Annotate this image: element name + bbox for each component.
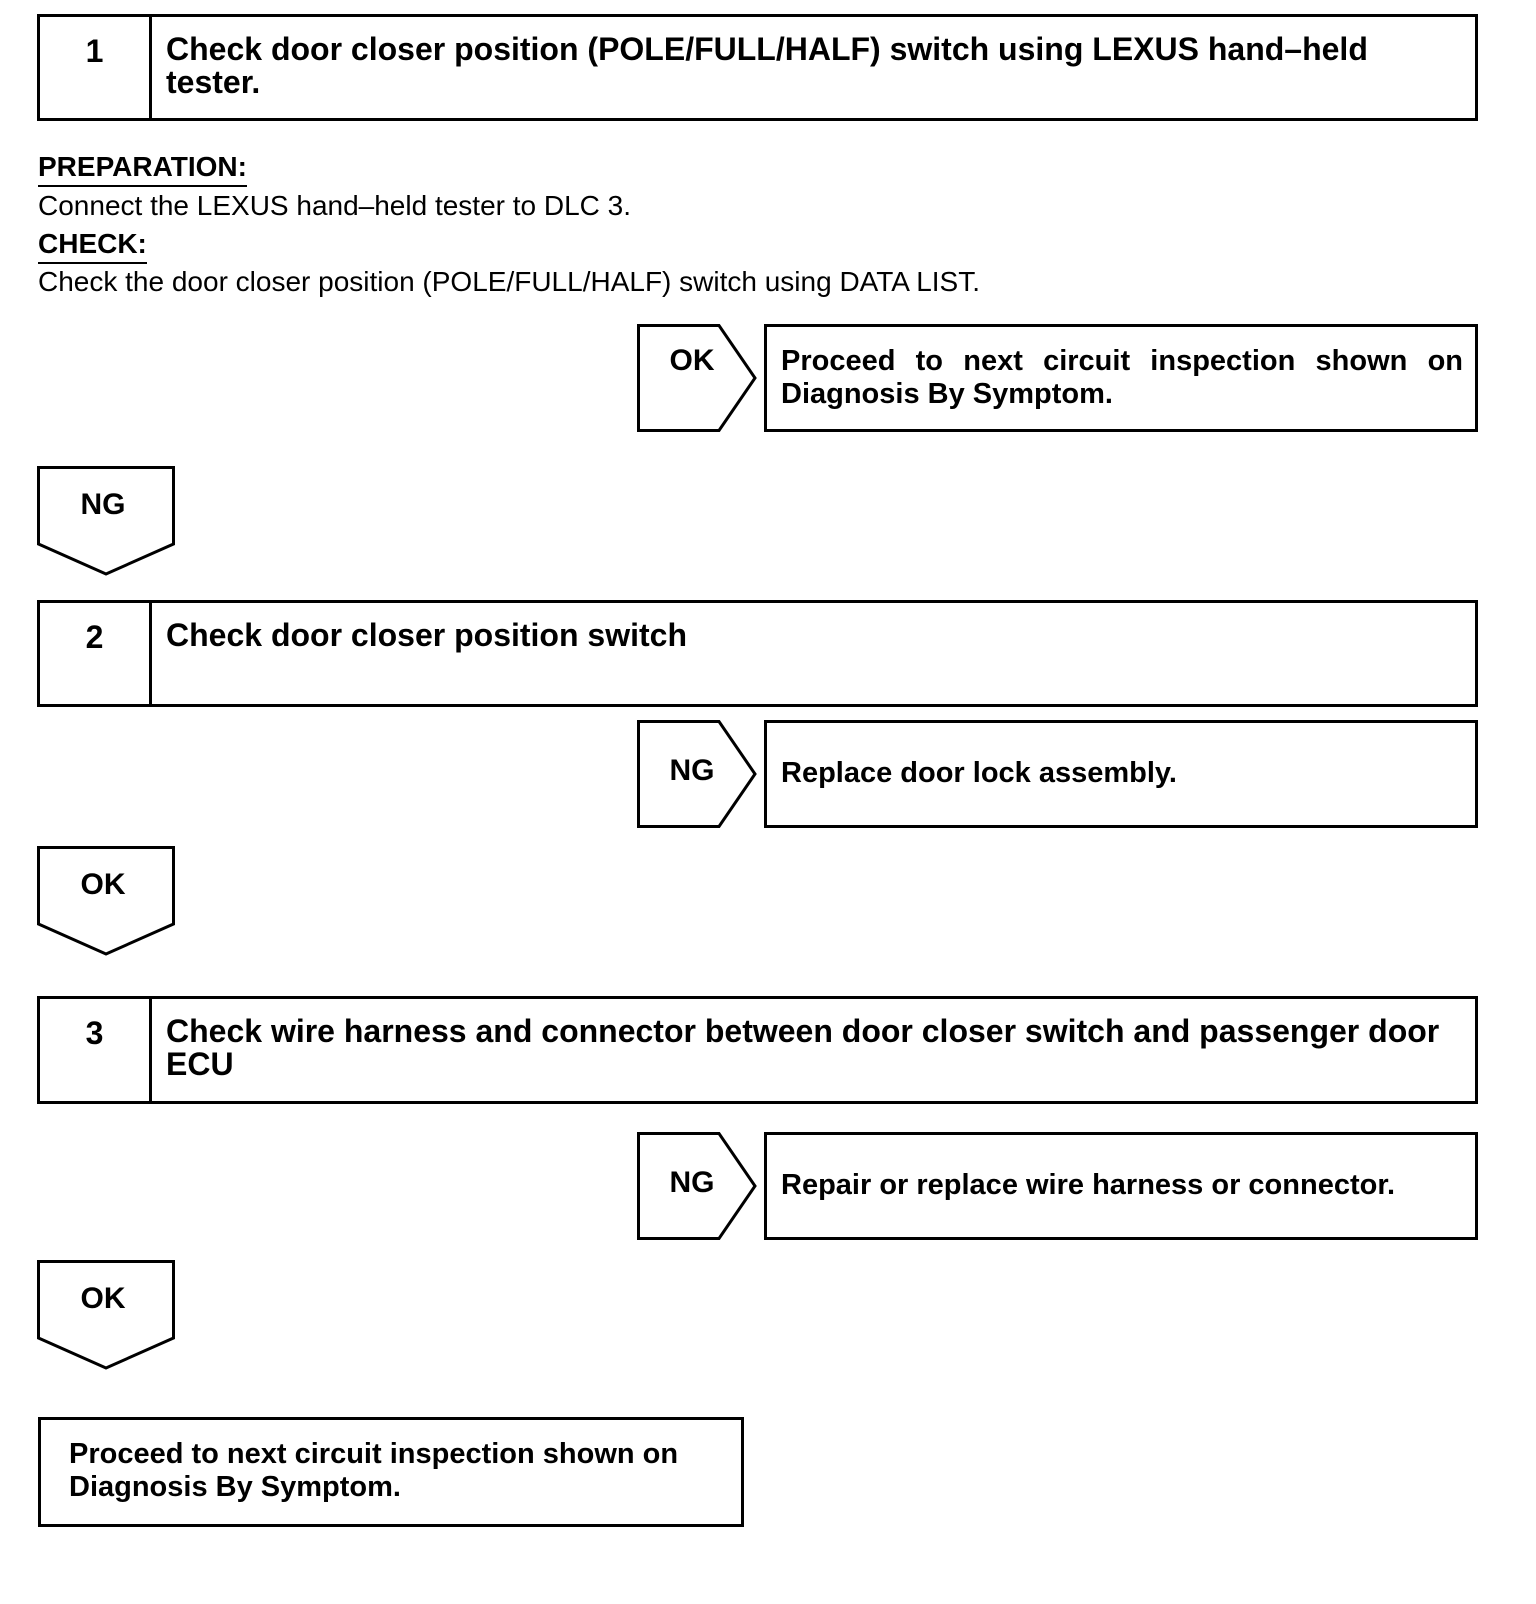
ng-branch-label-2: NG (669, 754, 715, 787)
ok-down-label-1: OK (80, 868, 126, 901)
step-1-number: 1 (40, 17, 152, 118)
preparation-text: Connect the LEXUS hand–held tester to DL… (38, 190, 632, 221)
ng-branch-arrow-2: NG (637, 720, 757, 828)
ok-down-arrow-2: OK (37, 1260, 175, 1370)
ng-branch-label-3: NG (669, 1166, 715, 1199)
down-arrow-shape (37, 846, 175, 956)
ok-down-label-2: OK (80, 1282, 126, 1315)
step-3-number: 3 (40, 999, 152, 1101)
down-arrow-shape (37, 466, 175, 576)
ok-result-box: Proceed to next circuit inspection shown… (764, 324, 1478, 432)
preparation-heading: PREPARATION: (38, 151, 247, 187)
right-arrow-shape (637, 1132, 757, 1240)
ok-branch-arrow: OK (637, 324, 757, 432)
step-1-box: 1 Check door closer position (POLE/FULL/… (37, 14, 1478, 121)
check-text: Check the door closer position (POLE/FUL… (38, 266, 981, 297)
ng-result-box-2: Replace door lock assembly. (764, 720, 1478, 828)
step-3-title: Check wire harness and connector between… (166, 1013, 1440, 1082)
step-2-number: 2 (40, 603, 152, 704)
ng-branch-arrow-3: NG (637, 1132, 757, 1240)
ng-down-label: NG (80, 488, 126, 521)
step-1-title: Check door closer position (POLE/FULL/HA… (166, 31, 1368, 100)
down-arrow-shape (37, 1260, 175, 1370)
check-heading: CHECK: (38, 228, 147, 264)
step-3-box: 3 Check wire harness and connector betwe… (37, 996, 1478, 1104)
final-result-box: Proceed to next circuit inspection shown… (38, 1417, 744, 1527)
right-arrow-shape (637, 324, 757, 432)
ng-down-arrow: NG (37, 466, 175, 576)
ng-result-box-3: Repair or replace wire harness or connec… (764, 1132, 1478, 1240)
right-arrow-shape (637, 720, 757, 828)
step-2-box: 2 Check door closer position switch (37, 600, 1478, 707)
step-2-title: Check door closer position switch (166, 617, 687, 653)
ok-down-arrow-1: OK (37, 846, 175, 956)
ok-branch-label: OK (669, 344, 715, 377)
